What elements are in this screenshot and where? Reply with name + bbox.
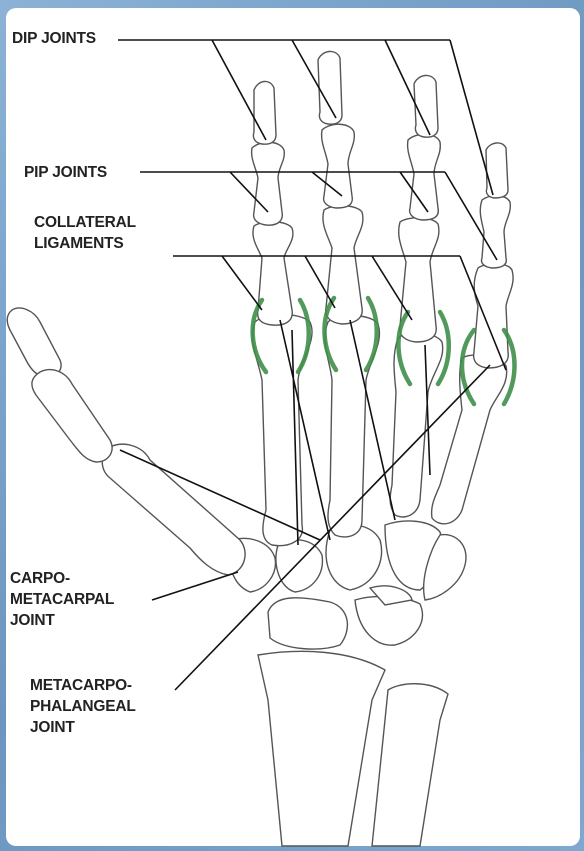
label-carpometacarpal-joint: CARPO- METACARPAL JOINT bbox=[10, 568, 114, 631]
label-dip-joints: DIP JOINTS bbox=[12, 28, 96, 49]
label-collateral-ligaments: COLLATERAL LIGAMENTS bbox=[34, 212, 136, 254]
label-pip-joints: PIP JOINTS bbox=[24, 162, 107, 183]
label-metacarpophalangeal-joint: METACARPO- PHALANGEAL JOINT bbox=[30, 675, 136, 738]
phalanges-thumb bbox=[7, 308, 112, 462]
ulna-bone bbox=[372, 684, 448, 846]
phalanges-middle bbox=[318, 51, 363, 324]
carpal-bones bbox=[229, 521, 466, 649]
radius-bone bbox=[258, 651, 385, 846]
phalanges-index bbox=[252, 81, 293, 325]
phalanges-ring bbox=[399, 75, 441, 342]
